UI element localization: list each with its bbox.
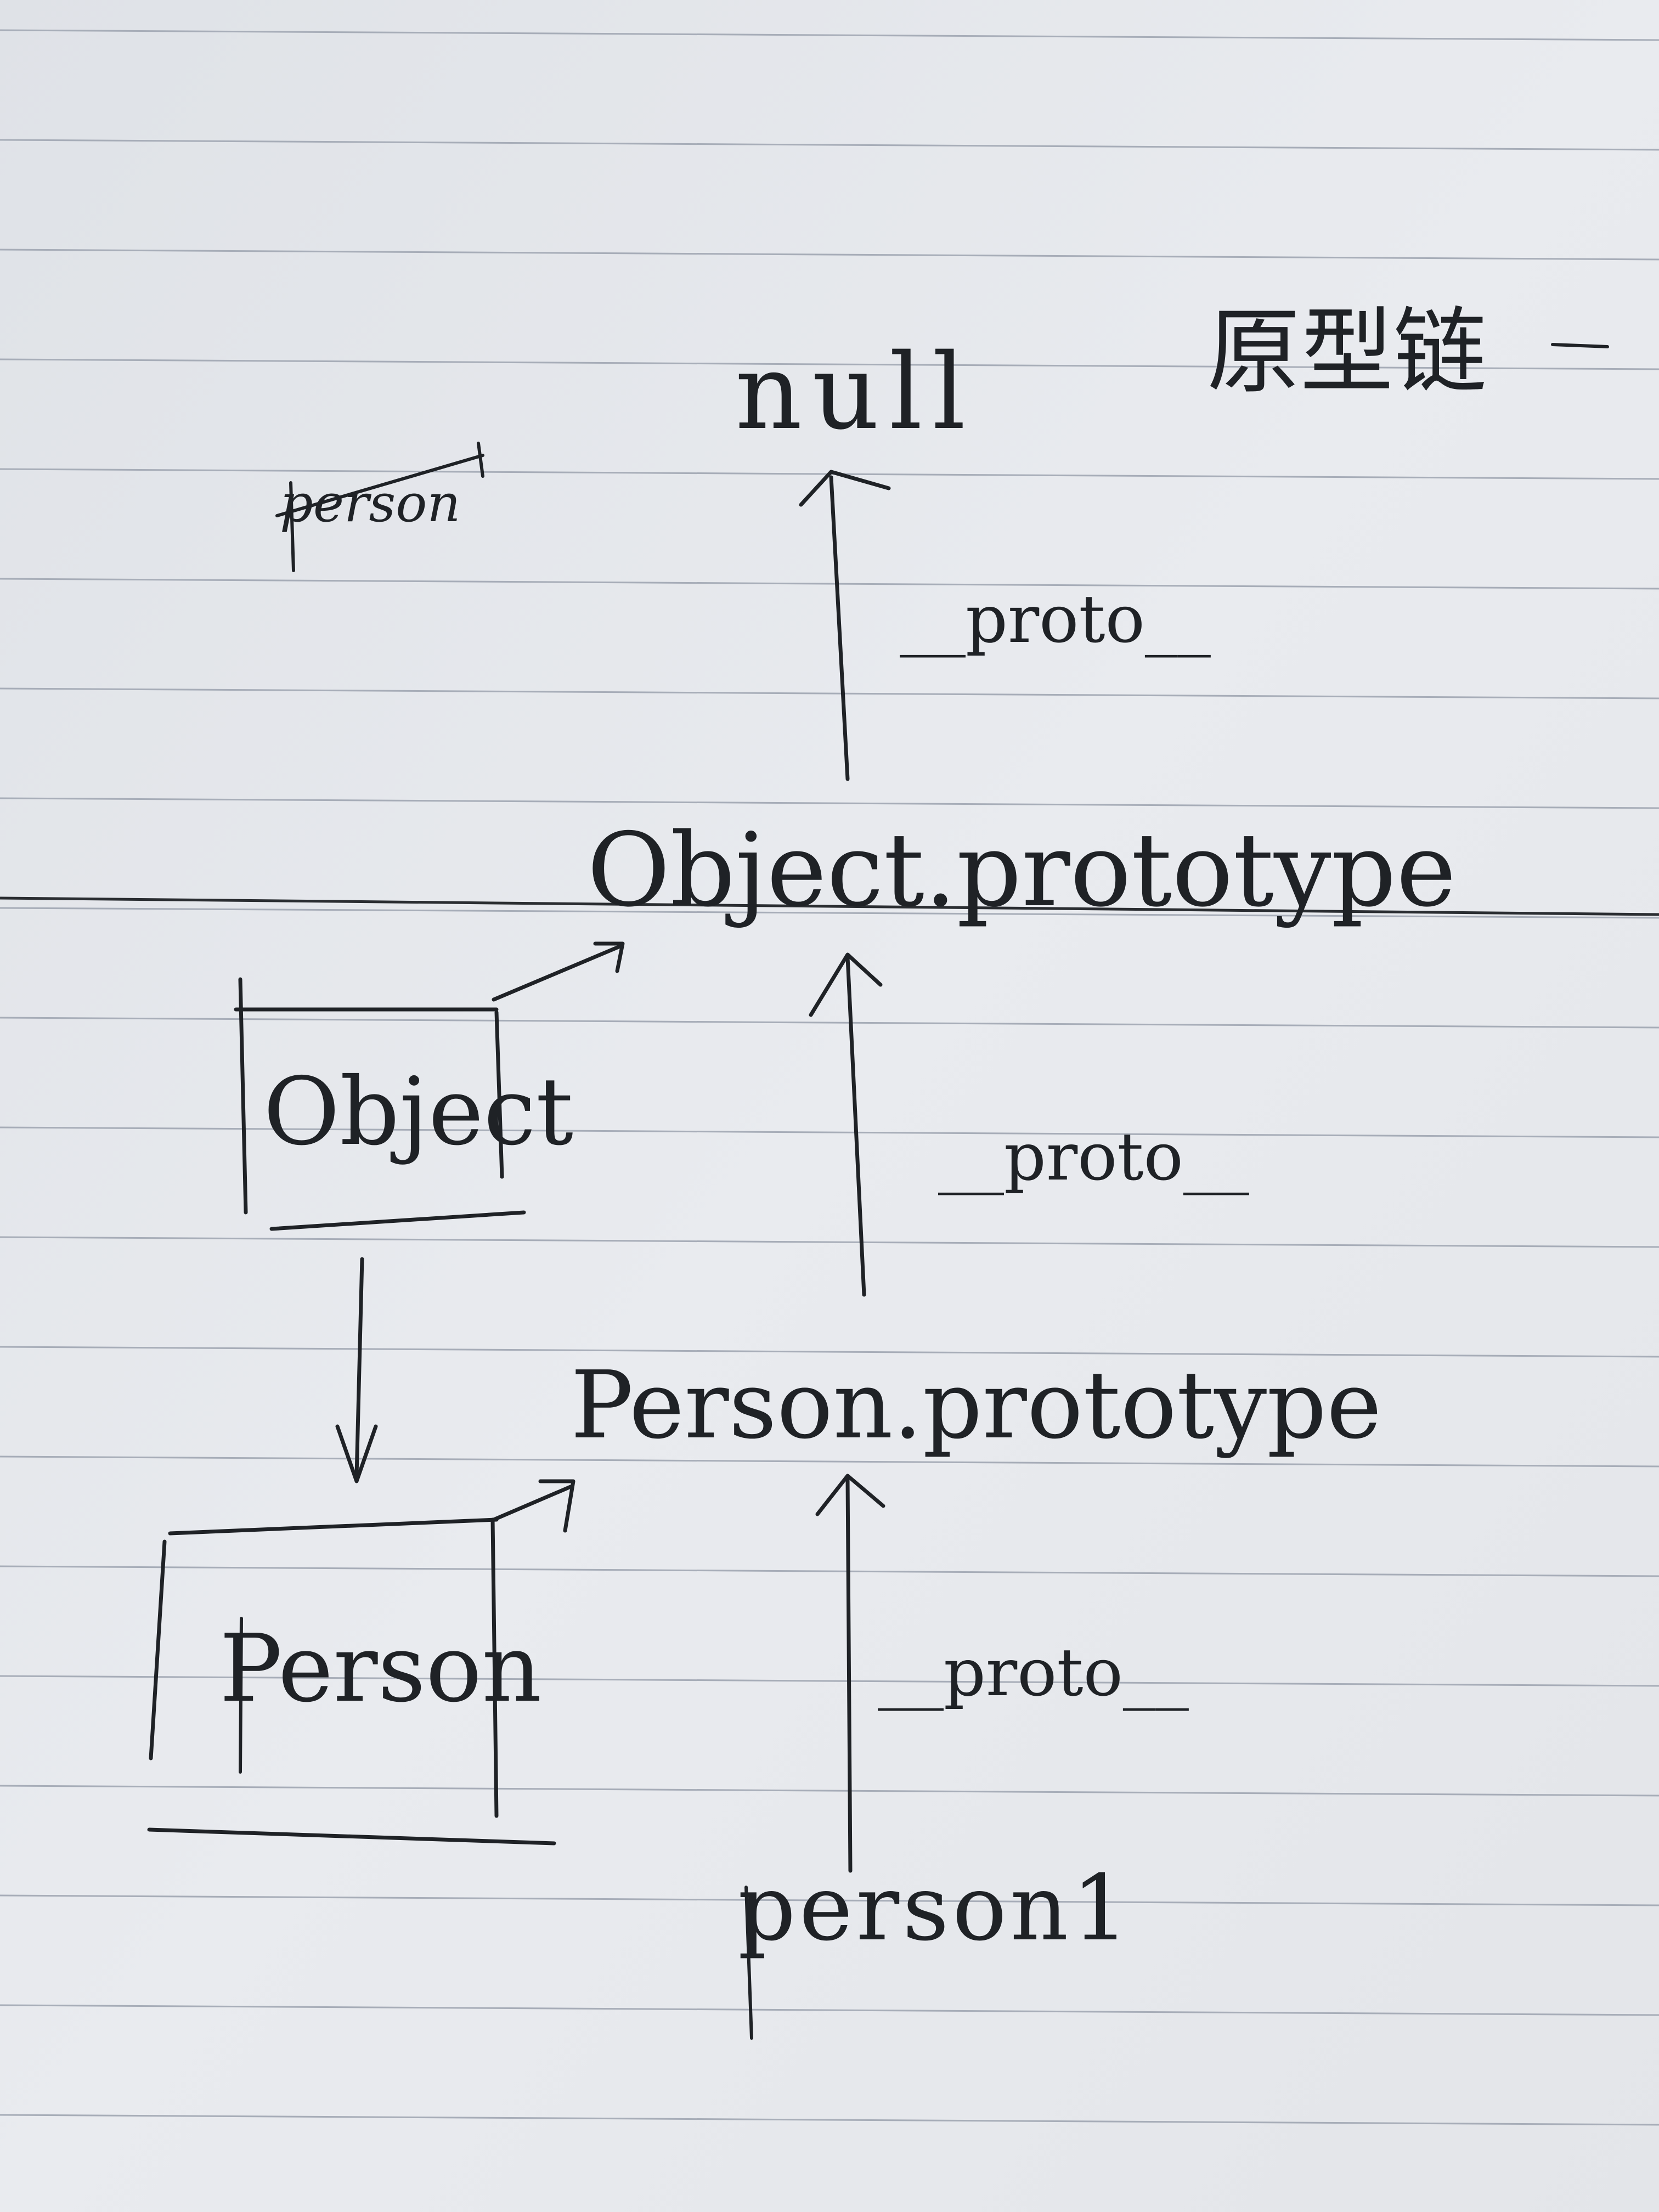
object-box	[234, 977, 526, 1231]
proto-label-top: __proto__	[900, 582, 1211, 658]
title-underline-stroke	[1551, 343, 1609, 348]
strike-through-stem	[289, 481, 295, 572]
person-prototype-node: Person.prototype	[571, 1351, 1382, 1460]
ruled-line	[0, 1455, 1659, 1468]
strike-through-tick	[477, 442, 484, 478]
object-prototype-node: Object.prototype	[587, 811, 1456, 929]
proto-label-middle: __proto__	[938, 1119, 1249, 1195]
arrow-person-to-personproto	[492, 1479, 575, 1533]
proto-label-bottom: __proto__	[878, 1635, 1189, 1711]
struck-out-label: person	[280, 473, 461, 534]
ruled-line	[0, 1565, 1659, 1577]
ruled-line	[0, 687, 1659, 699]
ruled-line	[0, 2004, 1659, 2016]
ruled-line	[0, 1675, 1659, 1687]
struck-out-person: person	[275, 442, 484, 572]
ruled-line	[0, 249, 1659, 261]
ruled-line	[0, 139, 1659, 151]
null-node: null	[735, 331, 975, 453]
ruled-line	[0, 2114, 1659, 2126]
object-node: Object	[263, 1058, 573, 1166]
ruled-lines	[0, 29, 1659, 2126]
arrow-objproto-to-null	[799, 470, 891, 781]
arrow-person1-to-personproto	[815, 1474, 885, 1873]
person-letter-stem	[239, 1617, 243, 1774]
person1-node: person1	[738, 1855, 1132, 1961]
page-divider-line	[0, 896, 1659, 916]
ruled-line	[0, 797, 1659, 809]
ruled-line	[0, 1126, 1659, 1138]
person1-letter-stem	[744, 1886, 753, 2040]
ruled-line	[0, 578, 1659, 590]
person-box	[147, 1517, 556, 1846]
ruled-line	[0, 1785, 1659, 1797]
ruled-line	[0, 907, 1659, 919]
ruled-line	[0, 358, 1659, 370]
arrow-object-to-objproto	[492, 941, 625, 1002]
arrow-personproto-to-objproto	[809, 952, 883, 1297]
ruled-line	[0, 1236, 1659, 1248]
arrow-object-to-person	[335, 1257, 378, 1483]
ruled-line	[0, 29, 1659, 41]
person-node: Person	[219, 1615, 542, 1723]
ruled-line	[0, 1894, 1659, 1906]
strike-through-line	[275, 454, 484, 517]
diagram-title: 原型链	[1207, 298, 1487, 407]
ruled-line	[0, 1346, 1659, 1358]
ruled-line	[0, 1017, 1659, 1029]
